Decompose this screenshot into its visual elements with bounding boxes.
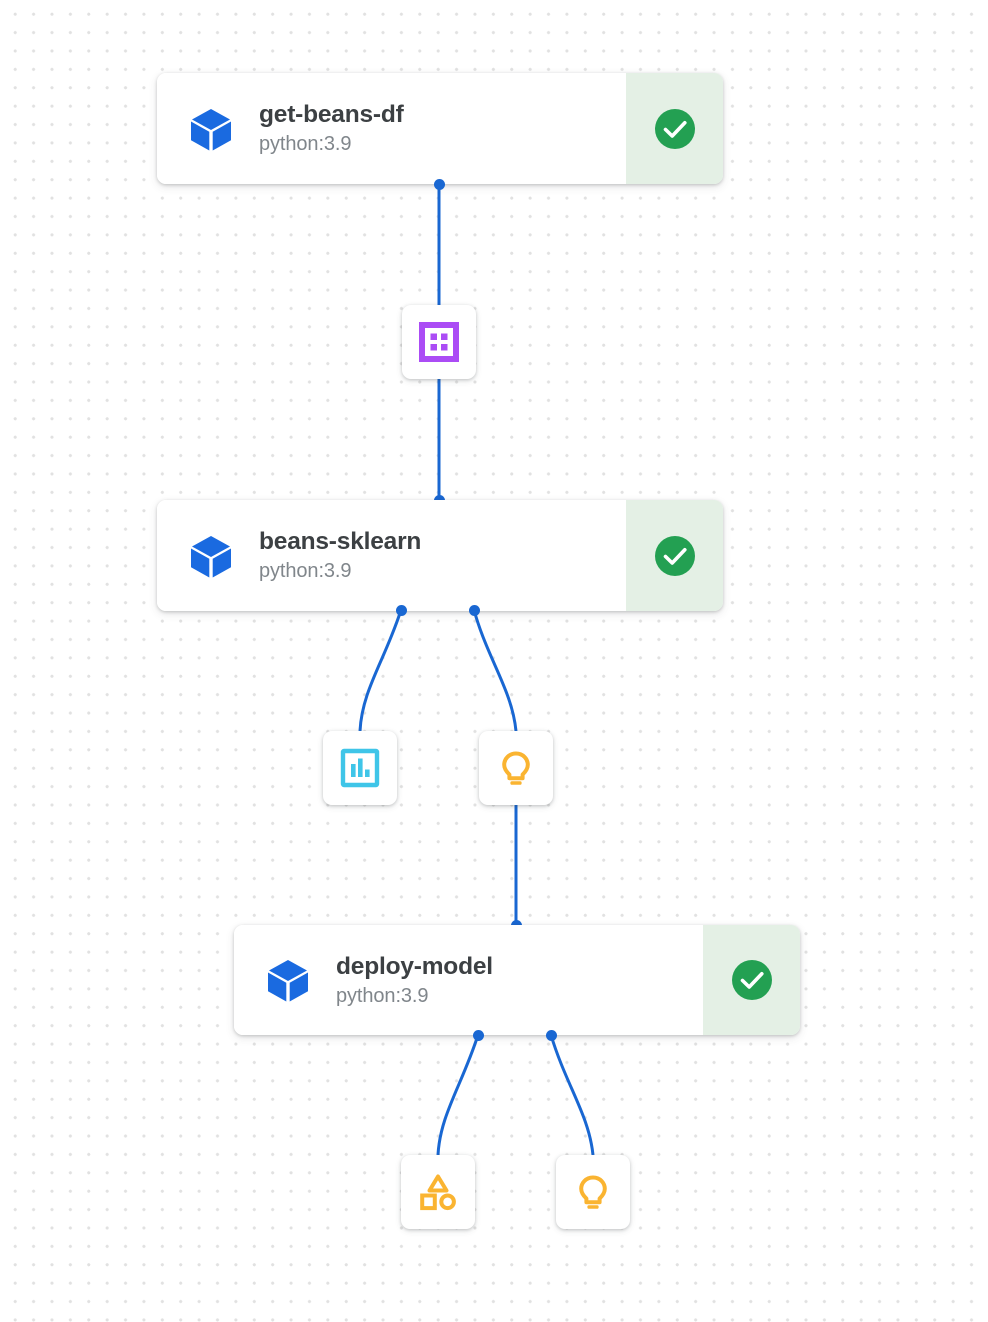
port-out-get-beans-df[interactable] [433,178,445,190]
task-node-text: get-beans-df python:3.9 [259,100,404,156]
task-subtitle: python:3.9 [259,133,352,156]
edge-deploy-model-to-model2 [549,1034,595,1156]
task-node-get-beans-df[interactable]: get-beans-df python:3.9 [157,73,723,184]
lightbulb-icon [579,1175,607,1209]
task-node-body[interactable]: deploy-model python:3.9 [234,925,703,1035]
task-title: get-beans-df [259,101,404,129]
task-title: deploy-model [336,952,493,980]
check-circle-icon [731,960,772,1000]
check-circle-icon [654,108,695,149]
port-out-deploy-model-model[interactable] [545,1029,557,1041]
task-subtitle: python:3.9 [336,984,429,1007]
shapes-icon [420,1174,456,1211]
task-node-body[interactable]: beans-sklearn python:3.9 [157,500,626,611]
artifact-node-model-1[interactable] [479,731,553,805]
port-out-beans-sklearn-model[interactable] [468,604,480,616]
bar-chart-icon [340,748,380,788]
status-badge-panel[interactable] [626,500,723,611]
task-node-beans-sklearn[interactable]: beans-sklearn python:3.9 [157,500,723,611]
task-title: beans-sklearn [259,528,422,556]
cube-icon [185,103,237,155]
lightbulb-icon [502,751,530,785]
check-circle-icon [654,535,695,576]
edge-beans-sklearn-to-model [472,609,518,732]
status-badge-panel[interactable] [703,925,800,1035]
task-node-text: deploy-model python:3.9 [336,952,493,1008]
status-badge-panel[interactable] [626,73,723,184]
port-out-beans-sklearn-metrics[interactable] [395,604,407,616]
cube-icon [185,530,237,582]
artifact-node-model-2[interactable] [556,1155,630,1229]
task-node-deploy-model[interactable]: deploy-model python:3.9 [234,925,800,1035]
artifact-node-shapes[interactable] [401,1155,475,1229]
edge-deploy-model-to-shapes [436,1034,480,1156]
edge-beans-sklearn-to-metrics [358,609,403,732]
port-out-deploy-model-shapes[interactable] [472,1029,484,1041]
task-node-body[interactable]: get-beans-df python:3.9 [157,73,626,184]
cube-icon [262,954,314,1006]
artifact-node-metrics[interactable] [323,731,397,805]
task-node-text: beans-sklearn python:3.9 [259,527,421,583]
dataset-icon [419,322,459,362]
task-subtitle: python:3.9 [259,560,352,583]
artifact-node-dataset[interactable] [402,305,476,379]
